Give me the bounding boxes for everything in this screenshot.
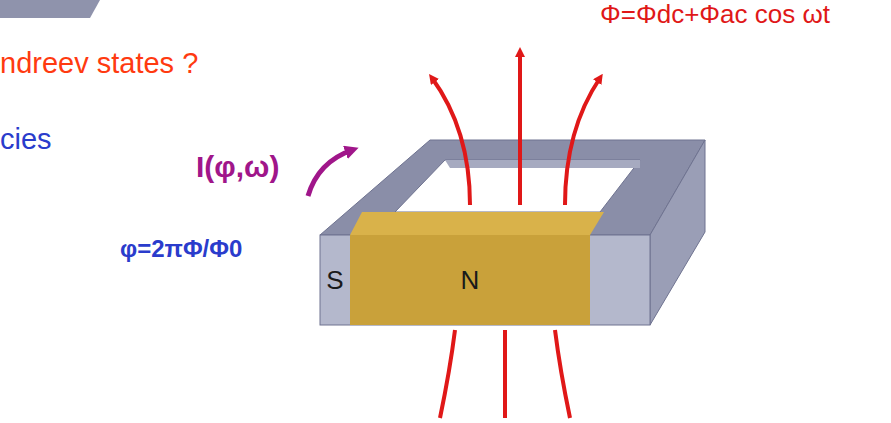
phase-formula: φ=2πΦ/Φ0 — [120, 236, 242, 262]
superconductor-face: S — [320, 235, 350, 325]
slide-text: ndreev states ? — [0, 48, 198, 80]
current-arrow — [308, 150, 352, 196]
flux-lines-below — [440, 330, 570, 418]
ring-side-face — [650, 140, 705, 325]
current-label: I(φ,ω) — [196, 150, 279, 183]
normal-metal-bridge: N — [350, 235, 590, 325]
flux-lines-above — [432, 52, 600, 205]
normal-metal-top — [350, 212, 604, 235]
flux-formula: Φ=Φdc+Φac cos ωt — [600, 0, 830, 29]
slide-text: cies — [0, 124, 52, 156]
hole-wall — [445, 160, 640, 168]
ring-top-face — [320, 140, 705, 235]
ring-front-face — [320, 235, 650, 325]
material-letter: S — [326, 265, 343, 296]
slide-box-corner — [0, 0, 100, 18]
material-letter: N — [461, 265, 480, 296]
